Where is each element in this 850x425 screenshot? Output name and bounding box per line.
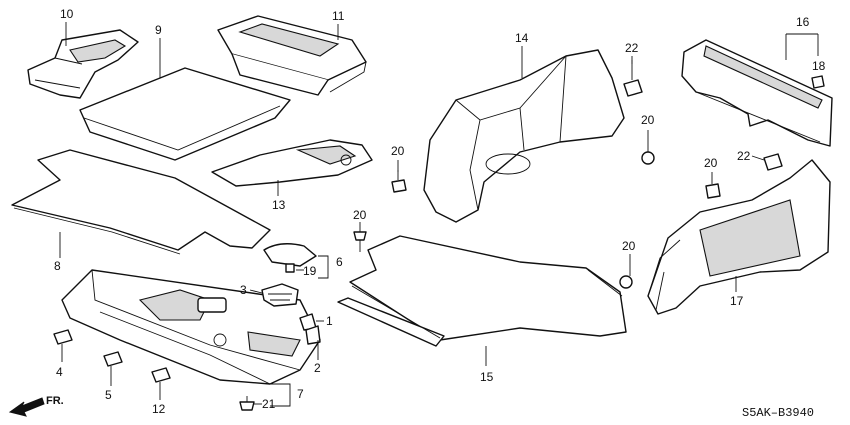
part-4-clip (53, 329, 73, 345)
leader-3 (249, 289, 263, 294)
callout-9: 9 (155, 23, 162, 37)
callout-14: 14 (515, 31, 529, 45)
part-20-clip-center (353, 231, 367, 252)
part-13-side-tray (211, 139, 373, 187)
callout-20-right: 20 (704, 156, 718, 170)
part-20-clip-left (391, 170, 407, 193)
part-14-side-lining (423, 49, 625, 223)
callout-20-left: 20 (391, 144, 405, 158)
part-21-fastener (239, 396, 255, 411)
callout-20-lower: 20 (622, 239, 636, 253)
leader-22-right (751, 155, 765, 161)
part-5-clip (103, 351, 123, 367)
callout-17: 17 (730, 294, 744, 308)
callout-22-top: 22 (625, 41, 639, 55)
part-3-latch (261, 283, 299, 307)
part-12-clip (151, 367, 171, 383)
callout-13: 13 (272, 198, 286, 212)
callout-6: 6 (336, 255, 343, 269)
callout-21: 21 (262, 397, 276, 411)
callout-20-mid: 20 (641, 113, 655, 127)
forward-label: FR. (46, 395, 64, 407)
part-19-clip (285, 263, 295, 273)
callout-7: 7 (297, 387, 304, 401)
part-22-fastener-right (763, 153, 783, 171)
part-10-side-tray (27, 29, 139, 99)
callout-5: 5 (105, 388, 112, 402)
callout-15: 15 (480, 370, 494, 384)
part-15-floor-mat (337, 235, 627, 347)
forward-arrow-icon (8, 397, 45, 417)
part-20-clip-lower (619, 254, 633, 289)
part-2-bracket (305, 325, 321, 345)
part-9-floor-panel (79, 67, 291, 161)
part-7-rear-shelf (61, 269, 321, 385)
leader-16 (785, 33, 819, 60)
callout-22-right: 22 (737, 149, 751, 163)
callout-20-center: 20 (353, 208, 367, 222)
part-16-sill-trim (681, 39, 833, 147)
callout-2: 2 (314, 361, 321, 375)
callout-1: 1 (326, 314, 333, 328)
part-18-clip (811, 75, 825, 89)
part-11-storage-box (217, 15, 367, 96)
callout-3: 3 (240, 283, 247, 297)
callout-4: 4 (56, 365, 63, 379)
part-20-clip-right (705, 172, 721, 199)
callout-12: 12 (152, 402, 166, 416)
leader-6-19 (318, 255, 329, 279)
part-17-side-lining (647, 159, 831, 315)
callout-8: 8 (54, 259, 61, 273)
part-6-cover (263, 243, 317, 273)
callout-11: 11 (332, 9, 345, 23)
diagram-code: S5AK–B3940 (742, 406, 814, 420)
part-20-clip-mid (641, 130, 655, 165)
callout-10: 10 (60, 7, 74, 21)
callout-19: 19 (303, 264, 317, 278)
part-22-fastener-top (623, 60, 643, 97)
part-8-trunk-mat (11, 149, 271, 255)
callout-18: 18 (812, 59, 826, 73)
callout-16: 16 (796, 15, 810, 29)
leader-7 (270, 383, 291, 407)
